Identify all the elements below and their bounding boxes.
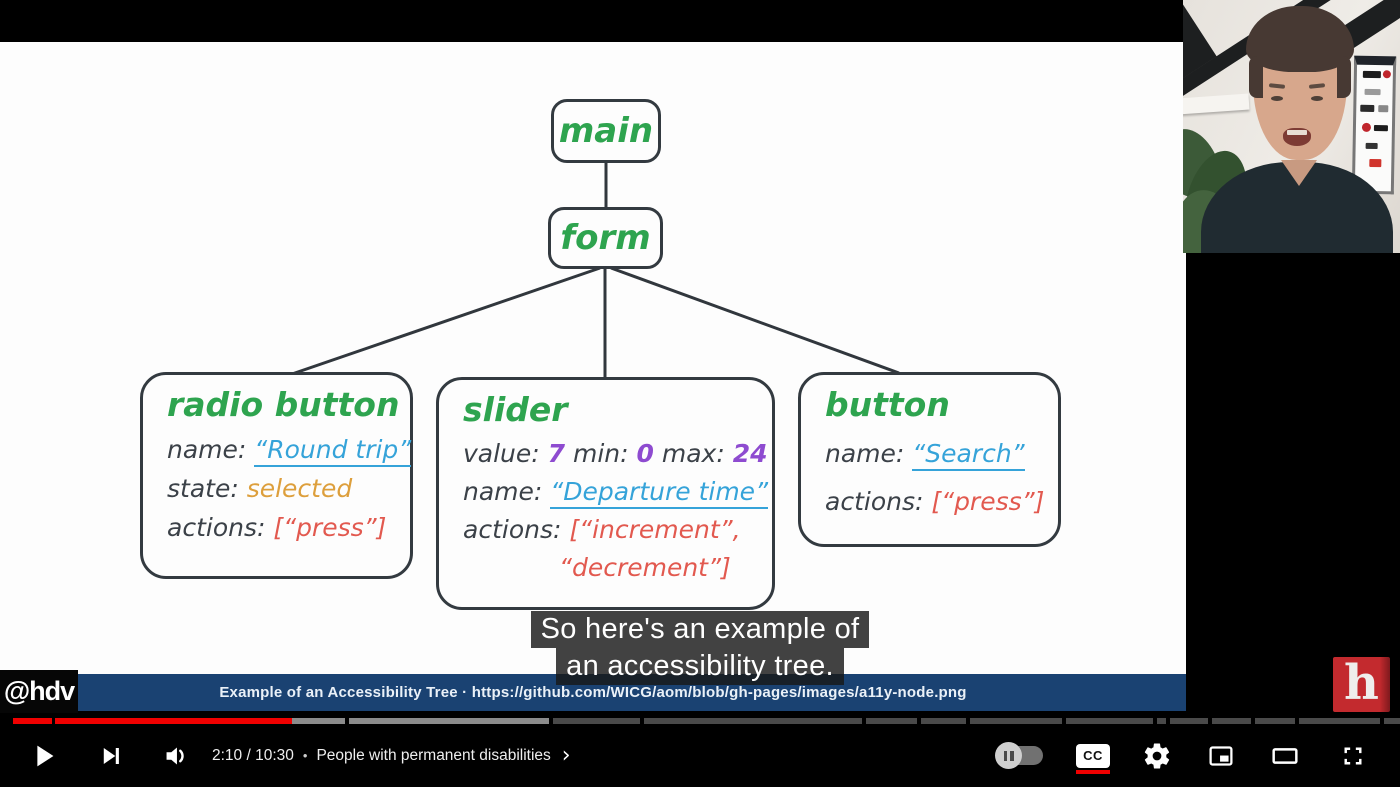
chapter-title[interactable]: People with permanent disabilities — [316, 746, 551, 764]
autoplay-pause-icon — [995, 742, 1022, 769]
gear-icon — [1144, 743, 1170, 769]
caption-line-2: an accessibility tree. — [556, 648, 844, 685]
tree-leaf-property: actions: [“press”] — [167, 513, 387, 542]
tree-leaf-title: radio button — [167, 385, 400, 424]
presenter-hair — [1249, 56, 1263, 98]
tree-node-form-label: form — [560, 218, 651, 258]
wall-shelf — [1183, 93, 1250, 115]
theater-icon — [1272, 747, 1298, 764]
tree-leaf-property: actions: [“increment”, — [463, 515, 741, 544]
miniplayer-icon — [1209, 745, 1233, 766]
presenter-teeth — [1287, 130, 1307, 135]
tree-node-radio-button: radio button name: “Round trip” state: sel… — [140, 372, 413, 579]
chapter-segment[interactable] — [553, 718, 640, 724]
chapter-segment[interactable] — [55, 718, 345, 724]
chapter-segment[interactable] — [349, 718, 549, 724]
chapter-segment[interactable] — [866, 718, 917, 724]
miniplayer-button[interactable] — [1194, 724, 1248, 787]
presenter-eye — [1311, 96, 1323, 101]
chapter-segment[interactable] — [1384, 718, 1400, 724]
fullscreen-icon — [1344, 747, 1362, 764]
tree-leaf-property: actions: [“press”] — [825, 487, 1045, 516]
chapter-segment[interactable] — [644, 718, 862, 724]
tree-node-main-label: main — [558, 111, 654, 151]
autoplay-toggle[interactable] — [988, 724, 1052, 787]
chapter-segment[interactable] — [1212, 718, 1251, 724]
presenter-eye — [1271, 96, 1283, 101]
framed-board — [1351, 55, 1397, 195]
cc-icon: CC — [1076, 743, 1110, 768]
autoplay-pill — [995, 742, 1043, 769]
chapter-segment[interactable] — [1157, 718, 1166, 724]
tree-leaf-property: name: “Round trip” — [167, 430, 412, 469]
watermark-handle: @hdv — [0, 670, 78, 713]
volume-button[interactable] — [152, 724, 200, 787]
presenter-hair — [1246, 6, 1354, 72]
tree-node-main: main — [551, 99, 661, 163]
channel-logo-letter: h — [1344, 654, 1379, 711]
cc-active-underline — [1076, 770, 1110, 774]
tree-leaf-property: state: selected — [167, 474, 353, 503]
slide-footer-text: Example of an Accessibility Tree · https… — [219, 684, 967, 701]
presenter-hair — [1337, 56, 1351, 98]
chapter-segment[interactable] — [1170, 718, 1208, 724]
chapter-segment[interactable] — [970, 718, 1062, 724]
subtitles-button[interactable]: CC — [1066, 724, 1120, 787]
next-button[interactable] — [88, 724, 132, 787]
caption-overlay: So here's an example of an accessibility… — [0, 611, 1400, 685]
settings-button[interactable] — [1130, 724, 1184, 787]
tree-node-form: form — [548, 207, 663, 269]
progress-bar[interactable] — [0, 718, 1400, 724]
time-and-chapter: 2:10 / 10:30 • People with permanent dis… — [212, 724, 571, 787]
tree-leaf-property: value: 7 min: 0 max: 24 — [463, 439, 768, 468]
separator-dot: • — [302, 748, 308, 763]
play-button[interactable] — [22, 724, 66, 787]
chapter-chevron-icon[interactable]: › — [561, 742, 571, 768]
tree-node-button: button name: “Search” actions: [“press”] — [798, 372, 1061, 547]
tree-leaf-title: button — [825, 385, 950, 424]
chapter-segment[interactable] — [1066, 718, 1153, 724]
time-display: 2:10 / 10:30 — [212, 746, 294, 764]
chapter-segment[interactable] — [1299, 718, 1380, 724]
tree-node-slider: slider value: 7 min: 0 max: 24 name: “Depa… — [436, 377, 775, 610]
channel-logo: h — [1333, 657, 1390, 712]
tree-leaf-title: slider — [463, 390, 568, 429]
chapter-segment[interactable] — [13, 718, 52, 724]
tree-leaf-property: name: “Search” — [825, 430, 1058, 478]
caption-line-1: So here's an example of — [530, 611, 870, 648]
chapter-segment[interactable] — [1255, 718, 1295, 724]
chapter-segment[interactable] — [921, 718, 966, 724]
player-controls: 2:10 / 10:30 • People with permanent dis… — [0, 724, 1400, 787]
tree-leaf-property: “decrement”] — [559, 553, 731, 582]
theater-mode-button[interactable] — [1258, 724, 1312, 787]
fullscreen-button[interactable] — [1326, 724, 1380, 787]
presenter-webcam — [1183, 0, 1400, 253]
video-slide: main form radio button name: “Round trip”… — [0, 42, 1186, 674]
tree-leaf-property: name: “Departure time” — [463, 473, 772, 511]
